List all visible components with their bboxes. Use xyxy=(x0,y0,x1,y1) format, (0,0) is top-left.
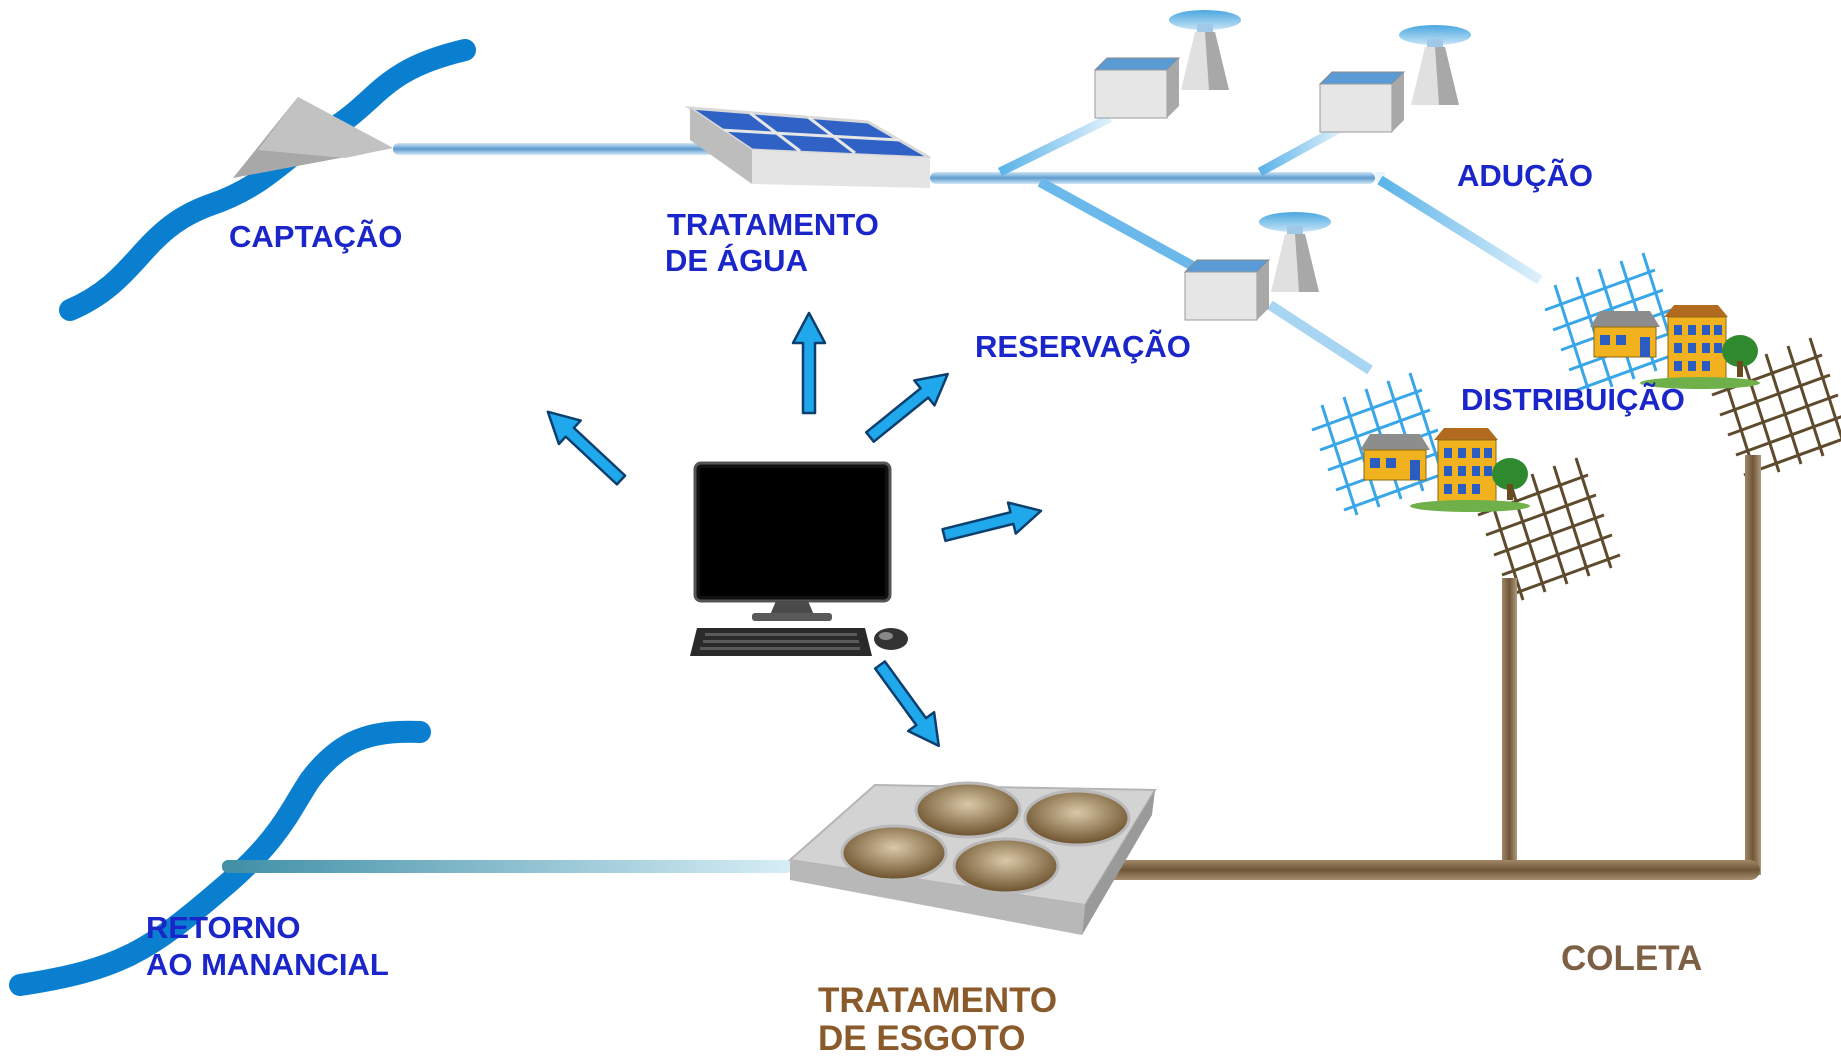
distribution-network-icon xyxy=(1310,251,1841,602)
water-tower-icon xyxy=(1259,212,1331,292)
river-icon xyxy=(9,720,431,996)
reservoir-tank-icon xyxy=(1094,57,1180,119)
water-tower-icon xyxy=(1169,10,1241,90)
arrow-to-captacao xyxy=(535,398,634,493)
reservoir-tank-icon xyxy=(1184,259,1270,321)
computer-icon xyxy=(690,461,908,656)
label-captacao: CAPTAÇÃO xyxy=(229,219,403,254)
label-aducao: ADUÇÃO xyxy=(1457,158,1594,193)
return-pipe xyxy=(222,860,792,873)
sewage-treatment-plant-icon xyxy=(787,781,1157,935)
arrow-to-distribuicao xyxy=(938,494,1047,552)
label-distribuicao: DISTRIBUIÇÃO xyxy=(1461,382,1685,417)
label-retorno-1: RETORNO xyxy=(146,910,301,945)
intake-dam-icon xyxy=(233,97,393,178)
label-reservacao: RESERVAÇÃO xyxy=(975,329,1191,364)
label-coleta: COLETA xyxy=(1561,939,1703,978)
water-treatment-plant-icon xyxy=(684,106,931,188)
label-tratamento-esgoto-2: DE ESGOTO xyxy=(818,1019,1026,1058)
houses-icon xyxy=(1359,427,1531,513)
label-tratamento-esgoto-1: TRATAMENTO xyxy=(818,981,1058,1020)
reservoir-tank-icon xyxy=(1319,71,1405,133)
intake-pipe xyxy=(393,143,723,155)
arrow-to-tratamento-esgoto xyxy=(865,654,953,757)
label-tratamento-agua-1: TRATAMENTO xyxy=(667,207,879,242)
river-icon xyxy=(59,39,476,321)
label-retorno-2: AO MANANCIAL xyxy=(146,947,389,982)
water-tower-icon xyxy=(1399,25,1471,105)
sewer-main-pipe xyxy=(1090,860,1760,880)
arrow-to-reservacao xyxy=(858,360,960,451)
arrow-to-tratamento-agua xyxy=(791,311,827,415)
label-tratamento-agua-2: DE ÁGUA xyxy=(665,243,808,278)
